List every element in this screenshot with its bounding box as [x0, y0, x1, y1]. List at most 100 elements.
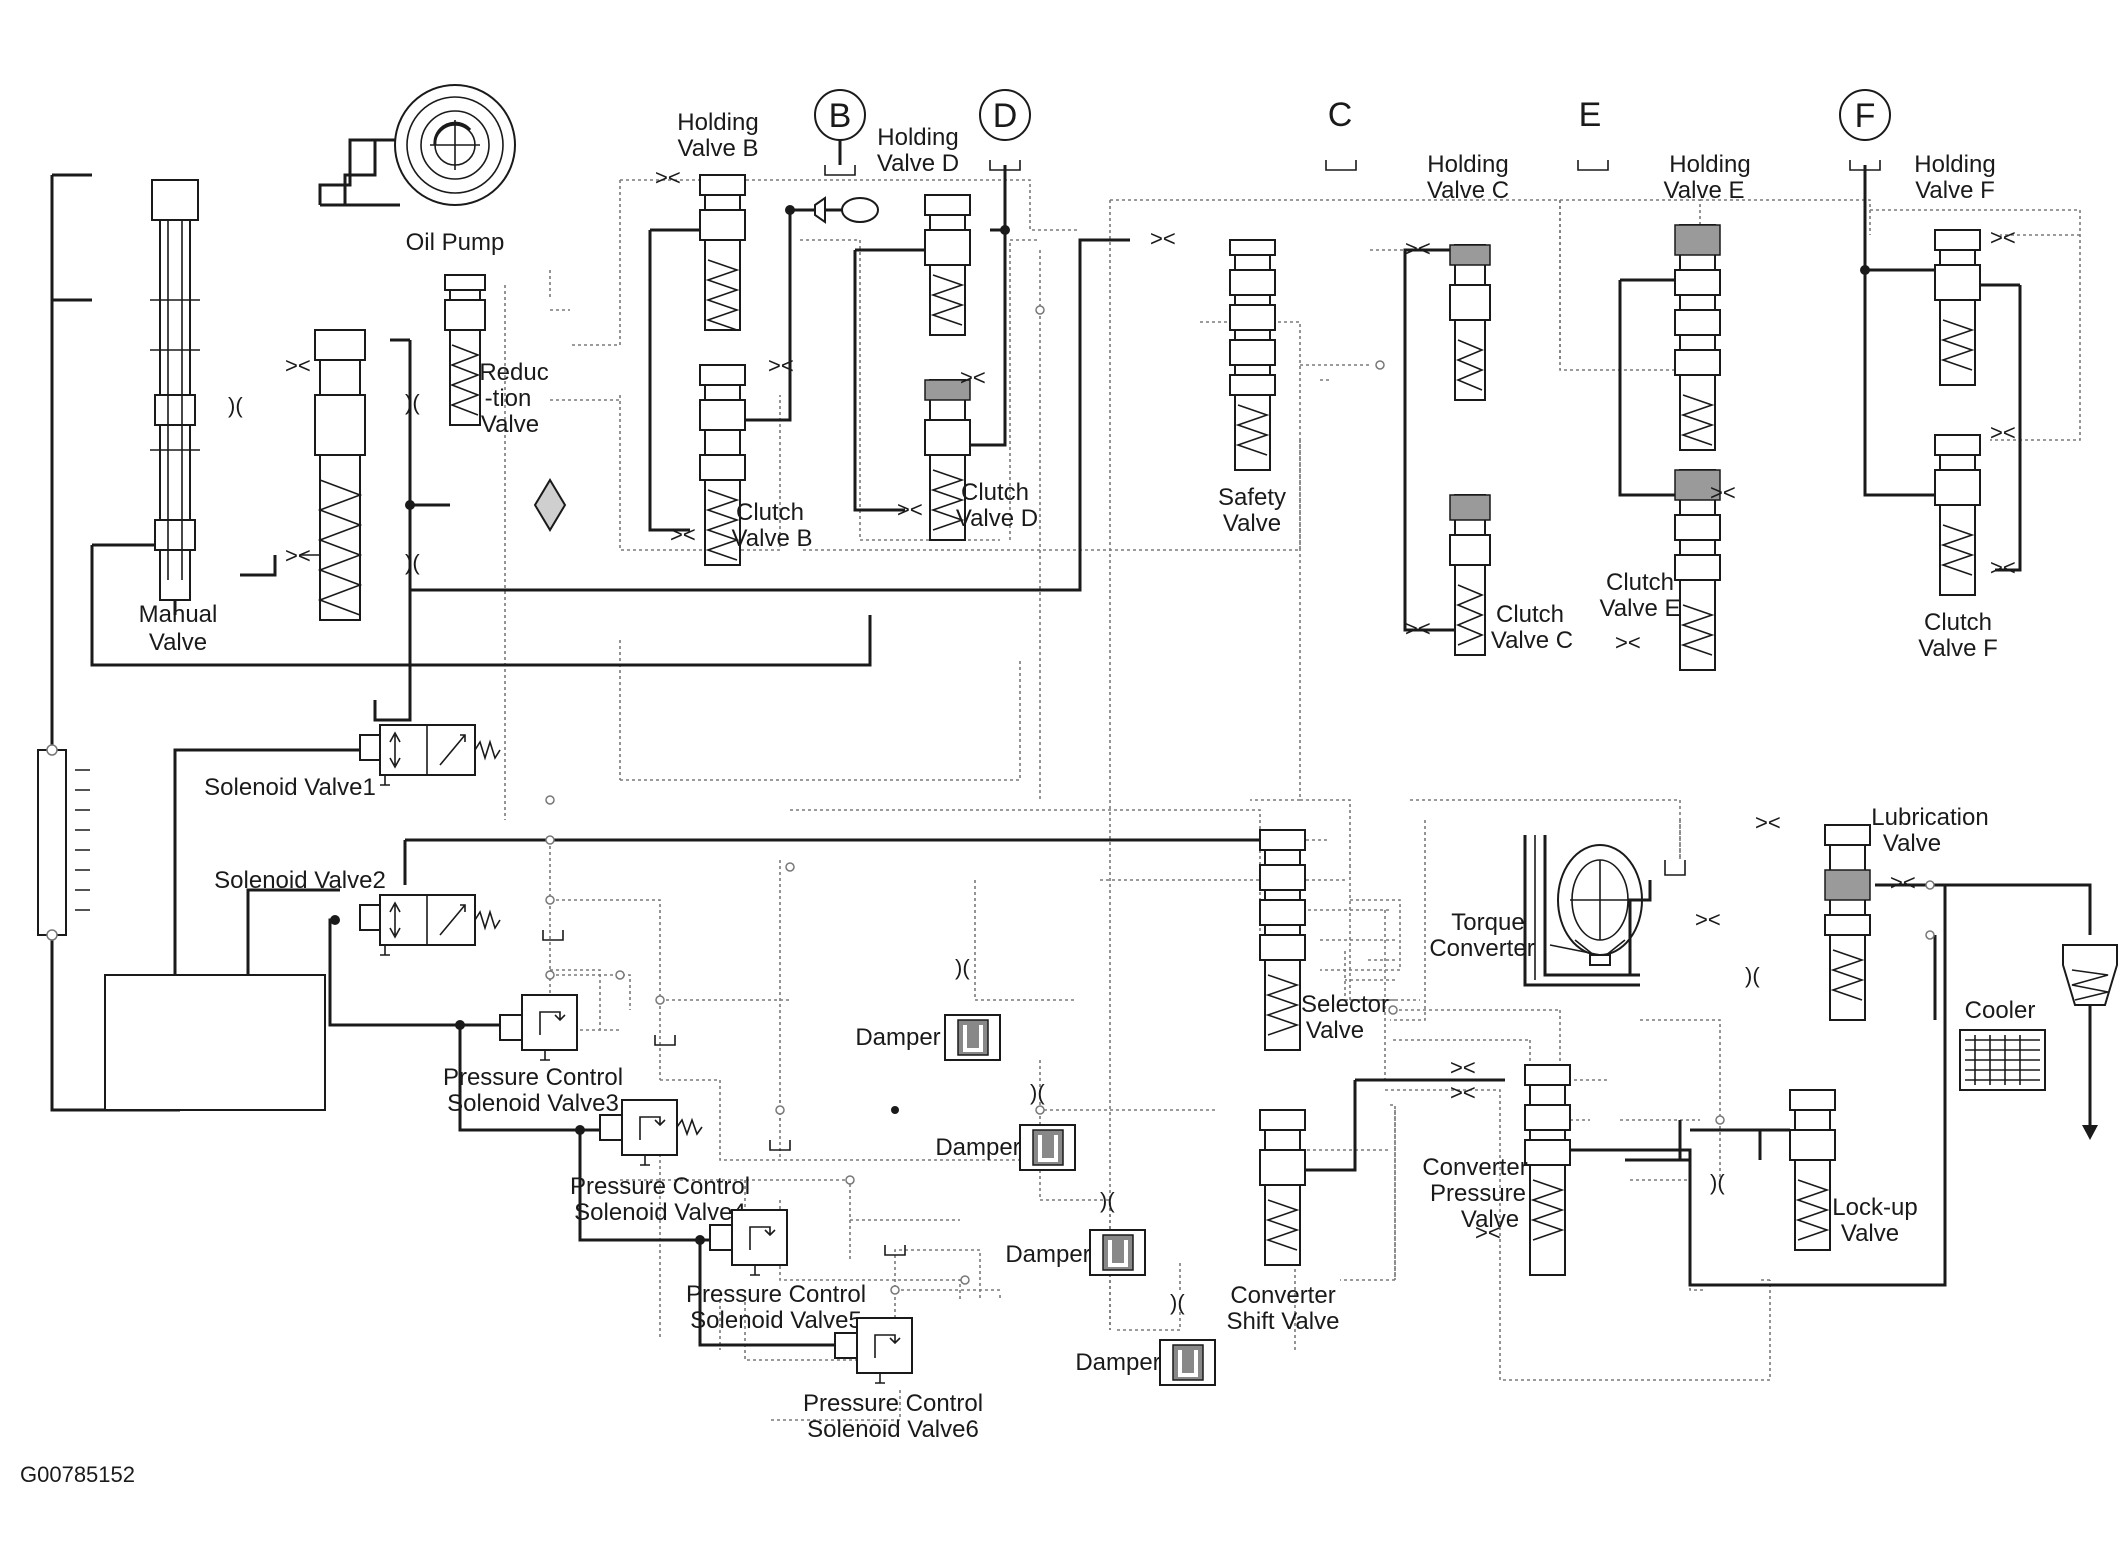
clutch-valve-c-label-1: Clutch — [1496, 601, 1564, 628]
svg-text:><: >< — [1755, 810, 1781, 835]
damper-3: Damper — [1005, 1229, 1146, 1276]
converter-pressure-valve-label-3: Valve — [1461, 1206, 1519, 1233]
svg-text:><: >< — [960, 365, 986, 390]
svg-text:><: >< — [1615, 630, 1641, 655]
clutch-valve-d: Clutch Valve D — [924, 379, 1038, 541]
safety-valve-label-2: Valve — [1223, 510, 1281, 537]
reduction-valve-label-2: -tion — [485, 385, 532, 412]
svg-text:><: >< — [1990, 225, 2016, 250]
svg-text:><: >< — [1475, 1220, 1501, 1245]
lockup-valve: Lock-up Valve — [1789, 1089, 1918, 1251]
svg-text:)(: )( — [405, 390, 420, 415]
clutch-valve-f: Clutch Valve F — [1918, 434, 1998, 662]
reduction-valve-label-1: Reduc — [479, 359, 548, 386]
manual-valve-label-2: Valve — [149, 629, 207, 656]
converter-shift-valve-label-1: Converter — [1230, 1282, 1335, 1309]
clutch-valve-b: Clutch Valve B — [699, 364, 813, 566]
holding-valve-b-label-2: Valve B — [678, 135, 759, 162]
junction-nodes — [330, 205, 1935, 1295]
accumulator — [37, 744, 90, 941]
svg-text:><: >< — [897, 497, 923, 522]
pcsv6-label-2: Solenoid Valve6 — [807, 1416, 979, 1443]
converter-shift-valve: Converter Shift Valve — [1227, 1109, 1339, 1335]
svg-text:><: >< — [1405, 236, 1431, 261]
dotted-circuit-lines — [504, 179, 2081, 1421]
selector-valve-label-1: Selector — [1301, 991, 1389, 1018]
svg-text:><: >< — [1990, 420, 2016, 445]
svg-text:><: >< — [1695, 907, 1721, 932]
svg-text:)(: )( — [955, 955, 970, 980]
svg-text:><: >< — [1990, 555, 2016, 580]
filter-diamond — [533, 478, 567, 532]
svg-text:><: >< — [1450, 1080, 1476, 1105]
lockup-valve-label-1: Lock-up — [1832, 1194, 1917, 1221]
clutch-valve-d-label-1: Clutch — [961, 479, 1029, 506]
svg-text:)(: )( — [1170, 1290, 1185, 1315]
clutch-valve-b-label-2: Valve B — [732, 525, 813, 552]
reduction-valve: Reduc -tion Valve — [444, 274, 549, 438]
clutch-valve-e: Clutch Valve E — [1600, 469, 1721, 671]
oil-pump-label: Oil Pump — [406, 229, 505, 256]
cooler-label: Cooler — [1965, 997, 2036, 1024]
pressure-control-solenoid-valve6: Pressure Control Solenoid Valve6 — [803, 1317, 983, 1443]
clutch-valve-c: Clutch Valve C — [1449, 494, 1573, 656]
port-c-label: C — [1328, 96, 1353, 134]
clutch-valve-e-label-2: Valve E — [1600, 595, 1681, 622]
selector-valve: Selector Valve — [1259, 829, 1389, 1051]
pressure-control-solenoid-valve3: Pressure Control Solenoid Valve3 — [443, 994, 623, 1117]
svg-text:><: >< — [1710, 480, 1736, 505]
svg-text:><: >< — [1890, 870, 1916, 895]
clutch-valve-c-label-2: Valve C — [1491, 627, 1573, 654]
solenoid-valve1-label: Solenoid Valve1 — [204, 774, 376, 801]
manual-valve: Manual Valve — [139, 179, 218, 656]
holding-valve-f: Holding Valve F — [1914, 151, 1996, 386]
clutch-valve-e-label-1: Clutch — [1606, 569, 1674, 596]
drain-brackets — [542, 860, 1686, 1256]
holding-valve-f-label-1: Holding — [1914, 151, 1995, 178]
figure-code: G00785152 — [20, 1462, 135, 1487]
lubrication-filter — [2062, 944, 2118, 1006]
port-d-label: D — [993, 97, 1018, 135]
solenoid-valve2-label: Solenoid Valve2 — [214, 867, 386, 894]
holding-valve-d: Holding Valve D — [877, 124, 971, 336]
holding-valve-b-label-1: Holding — [677, 109, 758, 136]
holding-valve-c-label-2: Valve C — [1427, 177, 1509, 204]
damper-1-label: Damper — [855, 1024, 940, 1051]
svg-text:)(: )( — [1030, 1080, 1045, 1105]
holding-valve-d-label-1: Holding — [877, 124, 958, 151]
holding-valve-f-label-2: Valve F — [1915, 177, 1995, 204]
solenoid-valve2: Solenoid Valve2 — [214, 867, 501, 956]
torque-converter-label-1: Torque — [1451, 909, 1524, 936]
clutch-valve-f-label-1: Clutch — [1924, 609, 1992, 636]
svg-text:><: >< — [768, 353, 794, 378]
damper-2-label: Damper — [935, 1134, 1020, 1161]
holding-valve-d-label-2: Valve D — [877, 150, 959, 177]
cooler: Cooler — [1959, 997, 2098, 1140]
converter-pressure-valve: Converter Pressure Valve — [1422, 1064, 1571, 1276]
pcsv3-label-1: Pressure Control — [443, 1064, 623, 1091]
manual-valve-label-1: Manual — [139, 601, 218, 628]
svg-text:><: >< — [1450, 1055, 1476, 1080]
lubrication-valve-label-1: Lubrication — [1871, 804, 1988, 831]
svg-text:)(: )( — [1100, 1188, 1115, 1213]
pcsv4-label-1: Pressure Control — [570, 1173, 750, 1200]
damper-4: Damper — [1075, 1339, 1216, 1386]
pcsv3-label-2: Solenoid Valve3 — [447, 1090, 619, 1117]
damper-1: Damper — [855, 1014, 1001, 1061]
damper-4-label: Damper — [1075, 1349, 1160, 1376]
lubrication-valve-label-2: Valve — [1883, 830, 1941, 857]
pcsv4-label-2: Solenoid Valve4 — [574, 1199, 746, 1226]
holding-valve-b: Holding Valve B — [677, 109, 759, 331]
svg-text:><: >< — [1150, 226, 1176, 251]
port-f-label: F — [1855, 97, 1876, 135]
port-f: F — [1839, 89, 1891, 171]
svg-text:)(: )( — [405, 550, 420, 575]
port-e: E — [1577, 96, 1609, 171]
svg-text:)(: )( — [1710, 1170, 1725, 1195]
selector-valve-label-2: Valve — [1306, 1017, 1364, 1044]
damper-3-label: Damper — [1005, 1241, 1090, 1268]
holding-valve-c-label-1: Holding — [1427, 151, 1508, 178]
lubrication-valve: Lubrication Valve — [1824, 804, 1989, 1021]
